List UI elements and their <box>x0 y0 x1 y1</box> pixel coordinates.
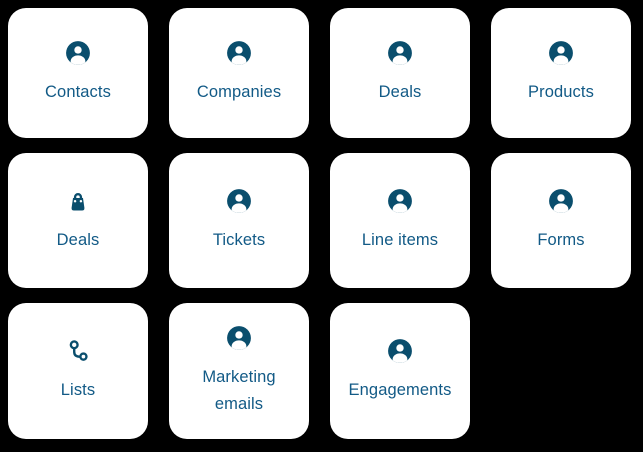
card-label: Deals <box>378 83 422 102</box>
object-card[interactable]: Contacts <box>8 8 148 138</box>
card-label: Forms <box>537 230 585 249</box>
object-card[interactable]: Marketing emails <box>169 303 309 439</box>
user-icon <box>548 188 574 214</box>
card-label: Deals <box>56 230 100 249</box>
card-label: Tickets <box>212 230 266 249</box>
card-label: Products <box>528 83 594 102</box>
user-icon <box>226 325 252 351</box>
user-icon <box>548 40 574 66</box>
object-card[interactable]: Deals <box>8 153 148 288</box>
object-card[interactable]: Companies <box>169 8 309 138</box>
object-card[interactable]: Lists <box>8 303 148 439</box>
lock-bag-icon <box>65 188 91 214</box>
user-icon <box>387 188 413 214</box>
user-icon <box>387 40 413 66</box>
card-label: Lists <box>60 381 96 400</box>
object-card[interactable]: Engagements <box>330 303 470 439</box>
user-icon <box>387 338 413 364</box>
card-label: Line items <box>361 230 439 249</box>
object-card[interactable]: Line items <box>330 153 470 288</box>
route-icon <box>65 338 91 364</box>
object-card[interactable]: Forms <box>491 153 631 288</box>
card-label: Contacts <box>45 83 111 102</box>
card-label: Companies <box>196 83 282 102</box>
object-card[interactable]: Tickets <box>169 153 309 288</box>
card-label: Marketing emails <box>202 368 276 413</box>
card-label: Engagements <box>348 381 452 400</box>
object-card-grid: Contacts Companies Deals Products <box>8 8 631 439</box>
object-card[interactable]: Deals <box>330 8 470 138</box>
user-icon <box>65 40 91 66</box>
user-icon <box>226 188 252 214</box>
object-card[interactable]: Products <box>491 8 631 138</box>
user-icon <box>226 40 252 66</box>
